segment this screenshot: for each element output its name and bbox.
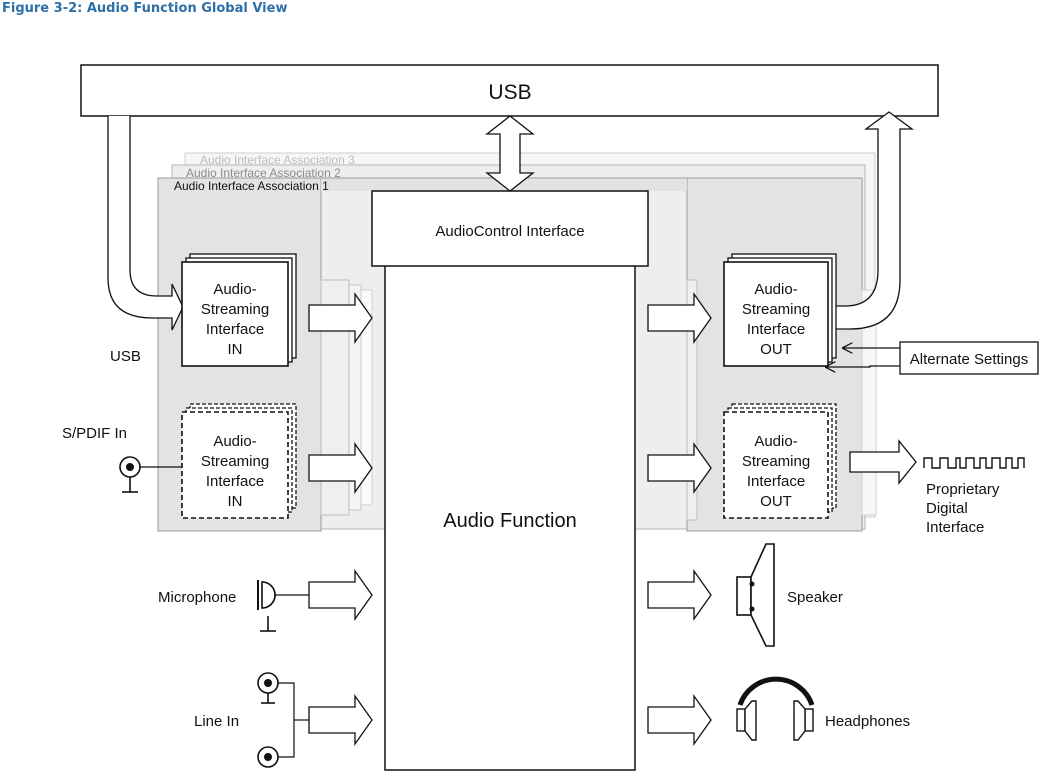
alternate-settings-label: Alternate Settings bbox=[910, 351, 1028, 368]
headphones-label: Headphones bbox=[825, 713, 910, 730]
arrow-in-microphone bbox=[308, 568, 373, 622]
arrow-in-line bbox=[308, 693, 373, 747]
usb-out-curved-arrow bbox=[825, 111, 914, 330]
streaming-out-usb: Audio- Streaming Interface OUT bbox=[723, 253, 837, 367]
speaker-icon bbox=[736, 543, 775, 647]
streaming-in-usb-line4: IN bbox=[228, 341, 243, 358]
streaming-in-spdif-line2: Streaming bbox=[201, 453, 269, 470]
audiocontrol-interface bbox=[371, 190, 649, 267]
association-1-label: Audio Interface Association 1 bbox=[174, 179, 329, 193]
usb-bar bbox=[80, 64, 939, 117]
audiocontrol-label: AudioControl Interface bbox=[435, 223, 584, 240]
arrow-in-spdif bbox=[308, 441, 373, 495]
streaming-out-proprietary: Audio- Streaming Interface OUT bbox=[723, 403, 837, 519]
streaming-out-usb-line2: Streaming bbox=[742, 301, 810, 318]
association-3-label: Audio Interface Association 3 bbox=[200, 153, 355, 167]
spdif-label: S/PDIF In bbox=[62, 425, 127, 442]
usb-in-curved-arrow bbox=[107, 116, 184, 331]
alt-settings-arrow-2 bbox=[826, 366, 900, 367]
usb-bar-label: USB bbox=[488, 81, 531, 104]
microphone-label: Microphone bbox=[158, 589, 236, 606]
arrow-in-usb bbox=[308, 291, 373, 345]
usb-side-label: USB bbox=[110, 348, 141, 365]
line-in-label: Line In bbox=[194, 713, 239, 730]
streaming-in-spdif-line1: Audio- bbox=[213, 433, 256, 450]
streaming-in-usb-line3: Interface bbox=[206, 321, 264, 338]
audio-function-label: Audio Function bbox=[443, 510, 576, 532]
arrow-out-headphones bbox=[647, 693, 712, 747]
proprietary-label-3: Interface bbox=[926, 519, 984, 536]
speaker-label: Speaker bbox=[787, 589, 843, 606]
streaming-out-usb-line3: Interface bbox=[747, 321, 805, 338]
audio-function-block bbox=[384, 261, 636, 771]
arrow-out-speaker bbox=[647, 568, 712, 622]
streaming-out-prop-line1: Audio- bbox=[754, 433, 797, 450]
streaming-in-usb-line1: Audio- bbox=[213, 281, 256, 298]
streaming-out-prop-line4: OUT bbox=[760, 493, 792, 510]
headphones-icon bbox=[736, 676, 815, 741]
arrow-out-proprietary-in bbox=[647, 441, 712, 495]
streaming-in-usb-line2: Streaming bbox=[201, 301, 269, 318]
streaming-out-prop-line2: Streaming bbox=[742, 453, 810, 470]
association-2-label: Audio Interface Association 2 bbox=[186, 166, 341, 180]
streaming-in-usb: Audio- Streaming Interface IN bbox=[181, 253, 297, 367]
digital-waveform-icon bbox=[923, 457, 1025, 469]
proprietary-label-1: Proprietary bbox=[926, 481, 1000, 498]
streaming-in-spdif-line4: IN bbox=[228, 493, 243, 510]
streaming-in-spdif: Audio- Streaming Interface IN bbox=[181, 403, 297, 519]
alternate-settings-box bbox=[899, 341, 1039, 375]
arrow-out-usb bbox=[647, 291, 712, 345]
arrow-out-proprietary bbox=[849, 439, 917, 485]
line-in-connector-icon bbox=[257, 672, 309, 768]
proprietary-label-2: Digital bbox=[926, 500, 968, 517]
figure-caption: Figure 3-2: Audio Function Global View bbox=[2, 1, 287, 16]
streaming-out-usb-line1: Audio- bbox=[754, 281, 797, 298]
microphone-icon bbox=[257, 580, 309, 632]
spdif-connector-icon bbox=[119, 456, 182, 493]
streaming-out-usb-line4: OUT bbox=[760, 341, 792, 358]
streaming-in-spdif-line3: Interface bbox=[206, 473, 264, 490]
streaming-out-prop-line3: Interface bbox=[747, 473, 805, 490]
usb-control-double-arrow bbox=[485, 115, 535, 192]
